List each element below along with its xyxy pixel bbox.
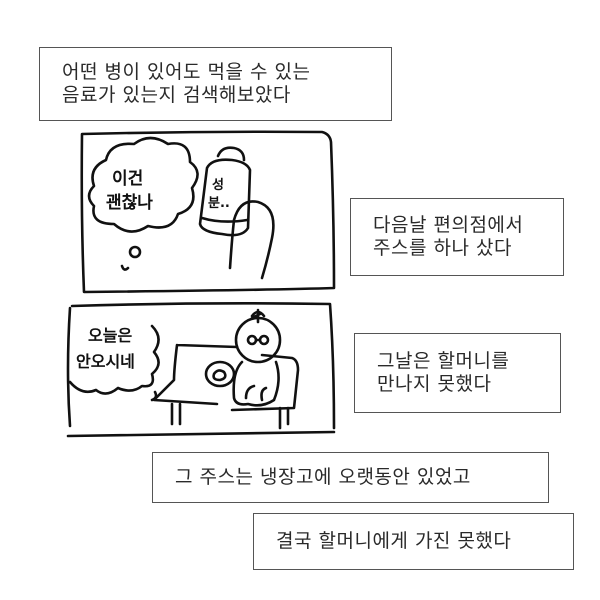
- thought-bubble-icon: [68, 324, 160, 395]
- thought-dot-large: [128, 245, 142, 259]
- caption-box-4: 그 주스는 냉장고에 오랫동안 있었고: [152, 452, 549, 503]
- panel-1-drawing: [80, 130, 336, 294]
- thought-bubble-icon: [87, 136, 199, 233]
- comic-panel-1: 이건 괜찮나 성 분..: [72, 128, 342, 298]
- panel-2-thought-line-1: 오늘은: [88, 326, 133, 345]
- juice-bottle-icon: [198, 158, 252, 237]
- bottle-cap: [216, 146, 246, 162]
- caption-box-5: 결국 할머니에게 가진 못했다: [253, 513, 574, 570]
- caption-4-line-1: 그 주스는 냉장고에 오랫동안 있었고: [175, 466, 471, 488]
- panel-2-thought-line-2: 안오시네: [76, 352, 135, 371]
- caption-3-line-2: 만나지 못했다: [377, 373, 492, 395]
- caption-box-1: 어떤 병이 있어도 먹을 수 있는 음료가 있는지 검색해보았다: [39, 47, 392, 121]
- caption-2-line-2: 주스를 하나 샀다: [373, 237, 512, 259]
- panel-1-thought-line-1: 이건: [112, 169, 144, 189]
- comic-panel-2: 오늘은 안오시네: [62, 300, 342, 440]
- hand-icon: [228, 200, 275, 280]
- panel-frame-bottom: [66, 430, 336, 438]
- plate-icon: [204, 360, 236, 388]
- caption-2-line-1: 다음날 편의점에서: [373, 214, 524, 236]
- panel-frame-left: [66, 306, 72, 428]
- caption-box-3: 그날은 할머니를 만나지 못했다: [354, 333, 561, 413]
- caption-box-2: 다음날 편의점에서 주스를 하나 샀다: [350, 198, 564, 276]
- bench-icon: [152, 343, 300, 412]
- caption-3-line-1: 그날은 할머니를: [377, 350, 510, 372]
- panel-2-drawing: [66, 302, 336, 438]
- thought-dot-small: [120, 264, 130, 271]
- panel-frame-top-right: [70, 302, 336, 430]
- panel-1-thought-line-2: 괜찮나: [106, 193, 153, 213]
- bottle-label-line-2: 분..: [208, 196, 230, 211]
- caption-5-line-1: 결국 할머니에게 가진 못했다: [276, 530, 512, 552]
- bottle-label-line-1: 성: [212, 178, 224, 193]
- panel-frame: [80, 130, 336, 294]
- caption-1-line-2: 음료가 있는지 검색해보았다: [62, 84, 291, 106]
- hair-bun: [250, 308, 266, 324]
- caption-1-line-1: 어떤 병이 있어도 먹을 수 있는: [62, 61, 311, 83]
- grandmother-body-icon: [232, 360, 280, 407]
